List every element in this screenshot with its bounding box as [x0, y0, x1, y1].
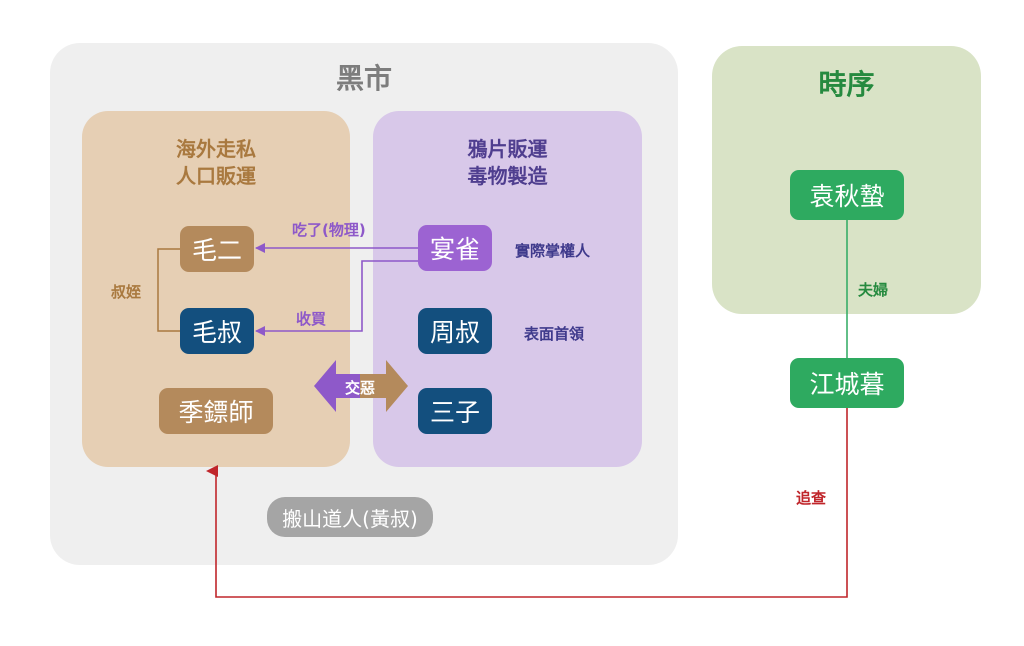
edge-couple-label: 夫婦 [858, 281, 889, 299]
group-smuggling-title: 海外走私 人口販運 [176, 137, 256, 188]
edge-ate-physical-label: 吃了(物理) [292, 221, 366, 239]
node-jiang-chengmu[interactable]: 江城暮 [790, 358, 904, 408]
instigate-arrow-right [360, 360, 408, 412]
edge-bribed [255, 260, 418, 336]
edge-uncle-nephew-label: 叔姪 [111, 283, 142, 301]
group-opium-title: 鴉片販運 毒物製造 [467, 137, 548, 188]
edge-instigate-label: 交惡 [344, 379, 375, 397]
edge-bribed-label: 收買 [296, 310, 327, 328]
instigate-arrow-left [314, 360, 360, 412]
annotation-nominal-leader: 表面首領 [524, 325, 585, 343]
node-mao-er[interactable]: 毛二 [180, 226, 254, 272]
group-shixu-title: 時序 [818, 68, 875, 101]
uncle-nephew-bracket [157, 248, 180, 332]
node-ji-biaoshi[interactable]: 季鏢師 [159, 388, 273, 434]
node-san-zi[interactable]: 三子 [418, 388, 492, 434]
node-mao-shu[interactable]: 毛叔 [180, 308, 254, 354]
annotation-actual-controller: 實際掌權人 [515, 242, 591, 260]
node-zhou-shu[interactable]: 周叔 [418, 308, 492, 354]
group-opium [373, 111, 642, 467]
node-yan-que[interactable]: 宴雀 [418, 225, 492, 271]
group-black-market-title: 黑市 [335, 62, 392, 95]
edge-pursue [206, 408, 848, 598]
node-banshan[interactable]: 搬山道人(黃叔) [267, 497, 433, 537]
edge-pursue-label: 追查 [796, 489, 827, 507]
node-yuan-qiuzhi[interactable]: 袁秋蟄 [790, 170, 904, 220]
